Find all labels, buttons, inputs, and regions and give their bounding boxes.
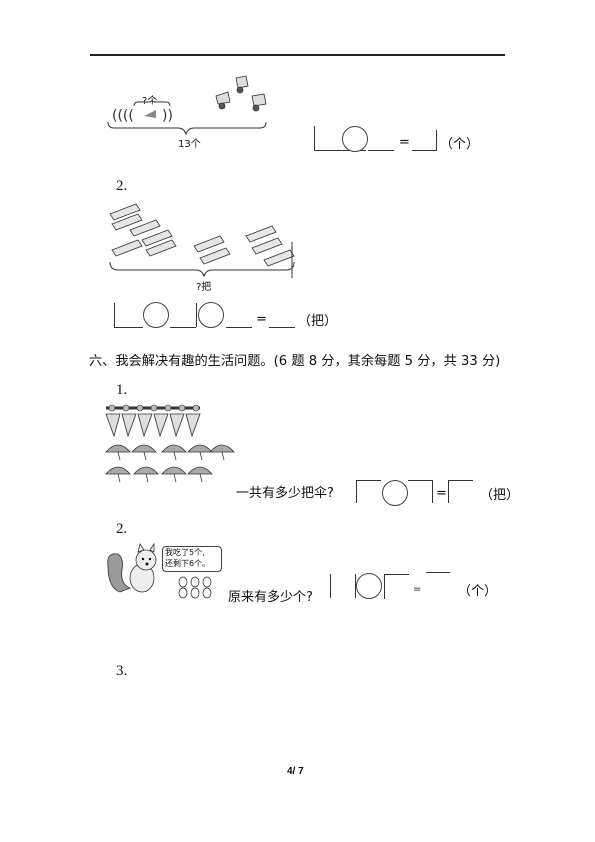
result-blank[interactable]: [412, 130, 437, 151]
operator-circle-1[interactable]: [143, 302, 169, 328]
operator-circle[interactable]: [382, 480, 408, 506]
answer-blank-1[interactable]: [330, 574, 356, 598]
answer-blank-1[interactable]: [314, 126, 341, 151]
problem-number: 2.: [116, 521, 128, 537]
equals-sign: =: [256, 312, 267, 327]
umbrellas-figure: [105, 404, 235, 483]
question-text: 一共有多少把伞?: [236, 486, 334, 501]
svg-text:((((: ((((: [112, 108, 134, 124]
shuttlecock-icons: [215, 75, 267, 112]
answer-blank-2[interactable]: [408, 480, 433, 503]
problem-number: 2.: [116, 178, 128, 194]
unit-label: （把）: [480, 488, 520, 503]
unit-label: （个）: [458, 584, 498, 599]
result-blank[interactable]: [269, 327, 295, 328]
page-number: 4/ 7: [287, 766, 304, 777]
answer-blank-2[interactable]: [384, 574, 409, 599]
question-text: 原来有多少个?: [228, 590, 313, 605]
equals-sign: =: [413, 584, 422, 595]
operator-circle-2[interactable]: [198, 302, 224, 328]
divider: [196, 303, 197, 327]
result-blank[interactable]: [448, 480, 473, 503]
total-count-label: ?把: [196, 282, 212, 293]
answer-blank-1[interactable]: [114, 303, 143, 328]
equals-sign: =: [399, 135, 410, 150]
header-rule: [90, 54, 505, 56]
unit-label: （把）: [298, 314, 338, 329]
equals-sign: =: [436, 486, 447, 501]
shuttlecock-bracket-graphic: (((( )): [107, 99, 267, 136]
bubble-line-2: 还剩下6个。: [165, 559, 211, 568]
result-blank[interactable]: [426, 572, 450, 573]
total-count-label: 13个: [178, 139, 201, 150]
bubble-line-1: 我吃了5个,: [165, 548, 205, 557]
problem-number: 1.: [116, 382, 128, 398]
answer-blank-2[interactable]: [368, 150, 394, 151]
answer-blank-2[interactable]: [170, 327, 196, 328]
squirrel-icon: [107, 542, 157, 593]
unit-label: （个）: [440, 137, 480, 152]
speech-bubble: 我吃了5个, 还剩下6个。: [162, 546, 222, 572]
answer-blank-1[interactable]: [356, 480, 381, 503]
operator-circle[interactable]: [342, 126, 368, 152]
answer-blank-3[interactable]: [226, 327, 252, 328]
svg-text:)): )): [162, 108, 173, 124]
problem-number: 3.: [116, 663, 128, 679]
pinecones-icon: [178, 576, 212, 599]
brushes-figure: [109, 203, 295, 278]
section-heading: 六、我会解决有趣的生活问题。(6 题 8 分，其余每题 5 分，共 33 分): [89, 354, 501, 369]
operator-circle[interactable]: [356, 573, 382, 599]
